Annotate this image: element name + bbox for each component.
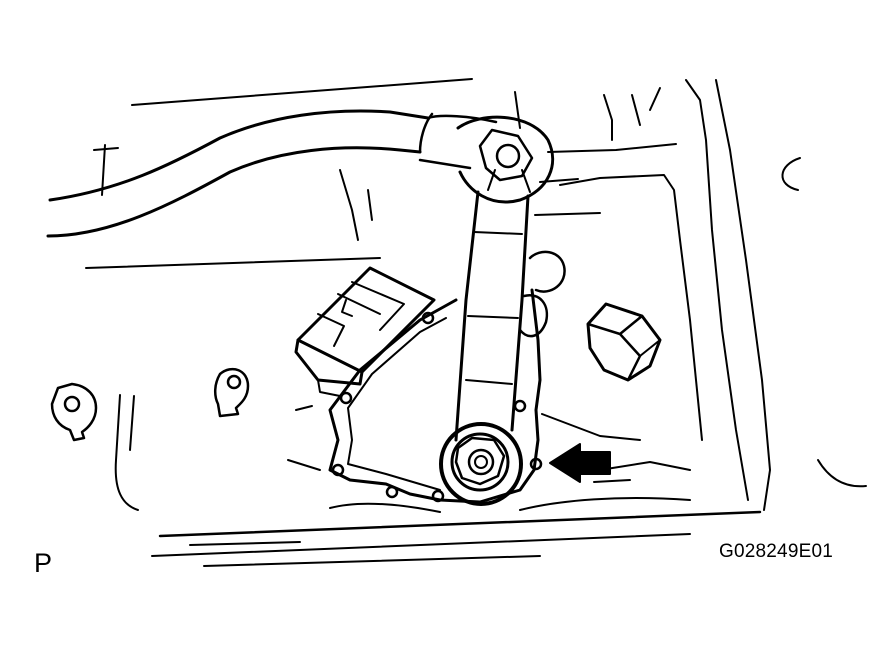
bracket-center [214,367,250,418]
position-label: P [34,548,53,578]
location-arrow [549,443,611,483]
transmission-housing [85,78,867,567]
figure-id: G028249E01 [719,541,833,562]
neutral-start-switch [328,250,566,504]
hex-nut [586,302,662,382]
switch-connector [294,266,436,397]
control-shaft-nut [439,422,523,506]
shift-cable [46,109,498,238]
control-lever [454,115,555,442]
bracket-left [50,382,98,442]
